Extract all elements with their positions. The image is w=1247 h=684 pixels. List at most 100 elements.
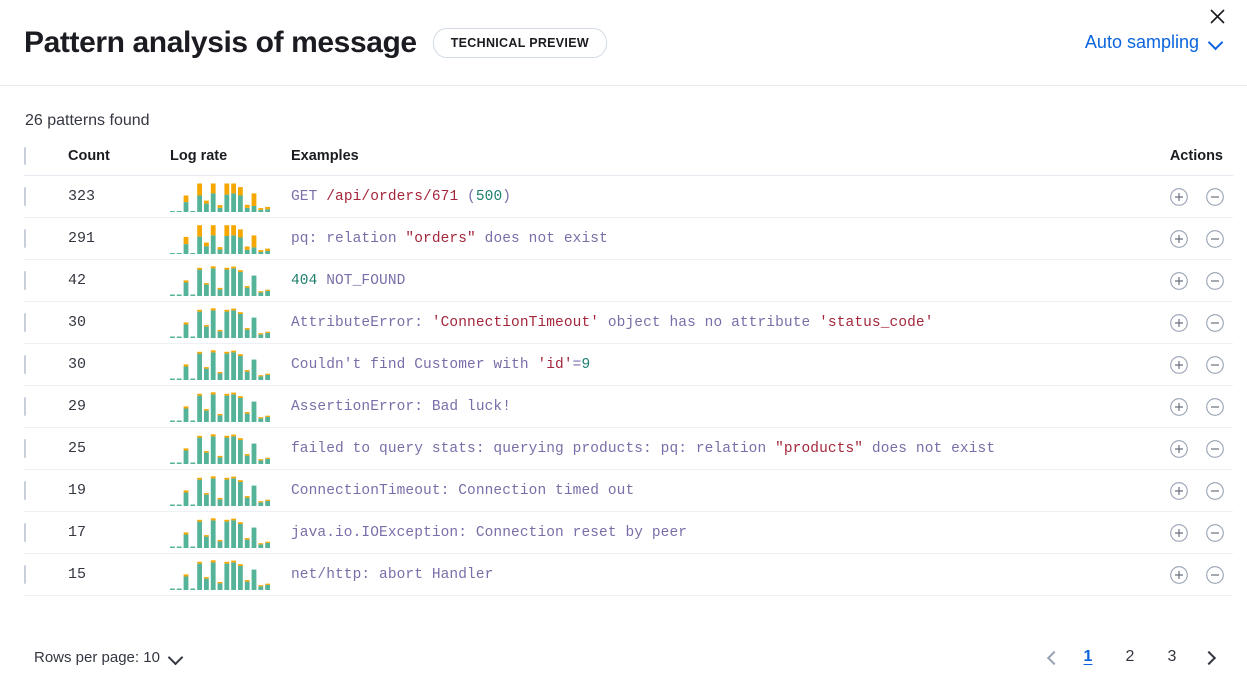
- filter-out-value-button[interactable]: [1205, 229, 1225, 249]
- plus-in-circle-icon: [1170, 187, 1188, 206]
- plus-in-circle-icon: [1170, 523, 1188, 542]
- filter-for-value-button[interactable]: [1169, 229, 1189, 249]
- chevron-down-icon: [169, 651, 182, 664]
- filter-for-value-button[interactable]: [1169, 439, 1189, 459]
- filter-for-value-button[interactable]: [1169, 313, 1189, 333]
- column-header-count: Count: [68, 148, 170, 176]
- filter-for-value-button[interactable]: [1169, 271, 1189, 291]
- pattern-count: 15: [68, 553, 170, 596]
- filter-out-value-button[interactable]: [1205, 481, 1225, 501]
- plus-in-circle-icon: [1170, 355, 1188, 374]
- row-actions: [1123, 217, 1233, 260]
- pattern-count: 17: [68, 511, 170, 554]
- table-row[interactable]: 323 GET /api/orders/671 (500): [24, 175, 1233, 218]
- row-checkbox[interactable]: [24, 228, 26, 248]
- row-actions: [1123, 259, 1233, 302]
- pattern-count: 42: [68, 259, 170, 302]
- row-checkbox[interactable]: [24, 396, 26, 416]
- row-checkbox[interactable]: [24, 354, 26, 374]
- pattern-count: 30: [68, 301, 170, 344]
- minus-in-circle-icon: [1206, 355, 1224, 374]
- filter-for-value-button[interactable]: [1169, 523, 1189, 543]
- select-all-header: [24, 147, 68, 176]
- filter-for-value-button[interactable]: [1169, 565, 1189, 585]
- rows-per-page-selector[interactable]: Rows per page: 10: [24, 649, 182, 666]
- row-actions: [1123, 175, 1233, 218]
- row-checkbox[interactable]: [24, 564, 26, 584]
- select-all-checkbox[interactable]: [24, 147, 26, 165]
- table-row[interactable]: 42 404 NOT_FOUND: [24, 259, 1233, 302]
- row-actions: [1123, 343, 1233, 386]
- chevron-left-icon[interactable]: [1037, 643, 1065, 671]
- filter-for-value-button[interactable]: [1169, 481, 1189, 501]
- minus-in-circle-icon: [1206, 481, 1224, 500]
- row-checkbox[interactable]: [24, 312, 26, 332]
- row-select-cell: [24, 427, 68, 470]
- minus-in-circle-icon: [1206, 565, 1224, 584]
- page-button-1[interactable]: 1: [1083, 648, 1093, 665]
- filter-out-value-button[interactable]: [1205, 313, 1225, 333]
- log-rate-sparkline: [170, 469, 291, 512]
- filter-out-value-button[interactable]: [1205, 187, 1225, 207]
- log-rate-sparkline: [170, 301, 291, 344]
- row-checkbox[interactable]: [24, 186, 26, 206]
- row-actions: [1123, 511, 1233, 554]
- pattern-example: AssertionError: Bad luck!: [291, 385, 1123, 428]
- row-actions: [1123, 385, 1233, 428]
- column-header-actions: Actions: [1123, 148, 1233, 176]
- row-actions: [1123, 469, 1233, 512]
- sampling-selector[interactable]: Auto sampling: [1085, 32, 1223, 53]
- column-header-examples: Examples: [291, 148, 1123, 176]
- row-select-cell: [24, 301, 68, 344]
- row-checkbox[interactable]: [24, 270, 26, 290]
- filter-for-value-button[interactable]: [1169, 187, 1189, 207]
- filter-out-value-button[interactable]: [1205, 439, 1225, 459]
- filter-out-value-button[interactable]: [1205, 271, 1225, 291]
- row-select-cell: [24, 175, 68, 218]
- table-row[interactable]: 15 net/http: abort Handler: [24, 553, 1233, 596]
- page-button-3[interactable]: 3: [1167, 648, 1177, 665]
- row-checkbox[interactable]: [24, 522, 26, 542]
- panel-body: 26 patterns found Count Log rate Example…: [0, 86, 1247, 596]
- plus-in-circle-icon: [1170, 481, 1188, 500]
- panel-header: Pattern analysis of message TECHNICAL PR…: [0, 0, 1247, 86]
- filter-out-value-button[interactable]: [1205, 397, 1225, 417]
- pattern-count: 323: [68, 175, 170, 218]
- close-icon[interactable]: [1203, 2, 1231, 30]
- minus-in-circle-icon: [1206, 397, 1224, 416]
- row-checkbox[interactable]: [24, 480, 26, 500]
- pattern-count: 30: [68, 343, 170, 386]
- row-checkbox[interactable]: [24, 438, 26, 458]
- minus-in-circle-icon: [1206, 313, 1224, 332]
- filter-for-value-button[interactable]: [1169, 355, 1189, 375]
- pagination: 1 2 3: [1037, 643, 1223, 671]
- pattern-example: GET /api/orders/671 (500): [291, 175, 1123, 218]
- patterns-table: Count Log rate Examples Actions 323 GET /…: [24, 147, 1233, 596]
- filter-out-value-button[interactable]: [1205, 355, 1225, 375]
- row-actions: [1123, 427, 1233, 470]
- plus-in-circle-icon: [1170, 229, 1188, 248]
- page-button-2[interactable]: 2: [1125, 648, 1135, 665]
- row-actions: [1123, 553, 1233, 596]
- pattern-count: 29: [68, 385, 170, 428]
- table-row[interactable]: 29 AssertionError: Bad luck!: [24, 385, 1233, 428]
- filter-for-value-button[interactable]: [1169, 397, 1189, 417]
- filter-out-value-button[interactable]: [1205, 565, 1225, 585]
- log-rate-sparkline: [170, 511, 291, 554]
- chevron-right-icon[interactable]: [1195, 643, 1223, 671]
- log-rate-sparkline: [170, 343, 291, 386]
- filter-out-value-button[interactable]: [1205, 523, 1225, 543]
- pattern-example: 404 NOT_FOUND: [291, 259, 1123, 302]
- pattern-example: ConnectionTimeout: Connection timed out: [291, 469, 1123, 512]
- plus-in-circle-icon: [1170, 565, 1188, 584]
- table-head: Count Log rate Examples Actions: [24, 147, 1233, 176]
- pattern-example: net/http: abort Handler: [291, 553, 1123, 596]
- log-rate-sparkline: [170, 217, 291, 260]
